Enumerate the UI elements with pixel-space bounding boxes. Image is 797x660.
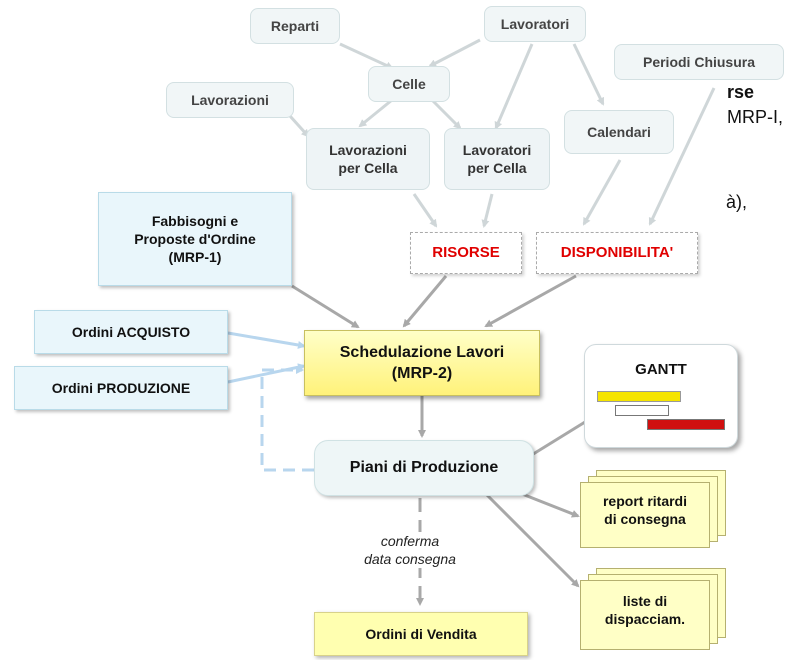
- liste-dispacciamento-label: liste di dispacciam.: [580, 592, 710, 628]
- conferma-line1: conferma: [380, 533, 440, 549]
- celle-node: Celle: [368, 66, 450, 102]
- liste-line1: liste di: [622, 593, 668, 609]
- lavoratori-per-cella-node: Lavoratori per Cella: [444, 128, 550, 190]
- report-ritardi-label: report ritardi di consegna: [580, 492, 710, 528]
- gantt-bar-yellow: [597, 391, 681, 402]
- doc-sheet-front: [580, 580, 710, 650]
- risorse-node: RISORSE: [410, 232, 522, 274]
- piani-produzione-node: Piani di Produzione: [314, 440, 534, 496]
- conferma-data-consegna-label: conferma data consegna: [340, 532, 480, 568]
- lavorazioni-node: Lavorazioni: [166, 82, 294, 118]
- arrow-lavoratoricella-risorse: [481, 193, 494, 228]
- reparti-node: Reparti: [250, 8, 340, 44]
- lavoratori-node: Lavoratori: [484, 6, 586, 42]
- lavorazioni-per-cella-line2: per Cella: [338, 160, 398, 176]
- gantt-bar-white: [615, 405, 669, 416]
- arrow-piani-feedback: [260, 366, 314, 472]
- report-ritardi-line1: report ritardi: [602, 493, 687, 509]
- arrow-lavorazioni-lavcella: [288, 114, 310, 138]
- conferma-line2: data consegna: [364, 551, 456, 567]
- gantt-bar-red: [647, 419, 725, 430]
- arrow-lavoratori-calendari: [572, 43, 605, 106]
- arrow-periodi-disponibilita: [648, 87, 716, 226]
- lavoratori-per-cella-line2: per Cella: [467, 160, 527, 176]
- ordini-produzione-node: Ordini PRODUZIONE: [14, 366, 228, 410]
- lavorazioni-per-cella-node: Lavorazioni per Cella: [306, 128, 430, 190]
- lavoratori-per-cella-line1: Lavoratori: [462, 142, 532, 158]
- arrow-reparti-celle: [339, 42, 394, 70]
- arrow-lavoratori-celle: [428, 38, 481, 68]
- liste-dispacciamento-doc: liste di dispacciam.: [580, 568, 730, 654]
- fabbisogni-line1: Fabbisogni e: [151, 213, 239, 229]
- periodi-chiusura-node: Periodi Chiusura: [614, 44, 784, 80]
- lavorazioni-per-cella-line1: Lavorazioni: [329, 142, 407, 158]
- ordini-vendita-node: Ordini di Vendita: [314, 612, 528, 656]
- fabbisogni-line3: (MRP-1): [168, 249, 222, 265]
- ordini-acquisto-node: Ordini ACQUISTO: [34, 310, 228, 354]
- report-ritardi-line2: di consegna: [604, 511, 686, 527]
- gantt-node: GANTT: [584, 344, 738, 448]
- schedulazione-node: Schedulazione Lavori (MRP-2): [304, 330, 540, 396]
- report-ritardi-doc: report ritardi di consegna: [580, 470, 730, 556]
- schedulazione-line2: (MRP-2): [391, 365, 453, 382]
- fabbisogni-line2: Proposte d'Ordine: [134, 231, 256, 247]
- doc-text-line: rse: [727, 82, 755, 102]
- doc-sheet-front: [580, 482, 710, 548]
- arrow-calendari-disponibilita: [582, 159, 622, 226]
- arrow-produzione-sched: [227, 363, 306, 384]
- doc-text-line: MRP-I,: [727, 107, 783, 127]
- gantt-label: GANTT: [635, 361, 687, 378]
- disponibilita-node: DISPONIBILITA': [536, 232, 698, 274]
- arrow-celle-lavoratoricella: [430, 98, 462, 130]
- arrow-acquisto-sched: [227, 331, 306, 349]
- arrow-lavcella-risorse: [412, 193, 438, 228]
- arrow-fabbisogni-sched: [291, 284, 360, 329]
- liste-line2: dispacciam.: [604, 611, 686, 627]
- arrow-piani-liste: [484, 492, 580, 588]
- doc-text-line: à),: [726, 192, 748, 212]
- arrow-risorse-sched: [402, 275, 448, 328]
- arrow-disponibilita-sched: [484, 274, 577, 328]
- schedulazione-line1: Schedulazione Lavori: [339, 344, 505, 361]
- fabbisogni-node: Fabbisogni e Proposte d'Ordine (MRP-1): [98, 192, 292, 286]
- calendari-node: Calendari: [564, 110, 674, 154]
- arrow-lavoratori-lavcella: [494, 43, 534, 130]
- arrow-celle-lavorazionicella: [358, 98, 393, 128]
